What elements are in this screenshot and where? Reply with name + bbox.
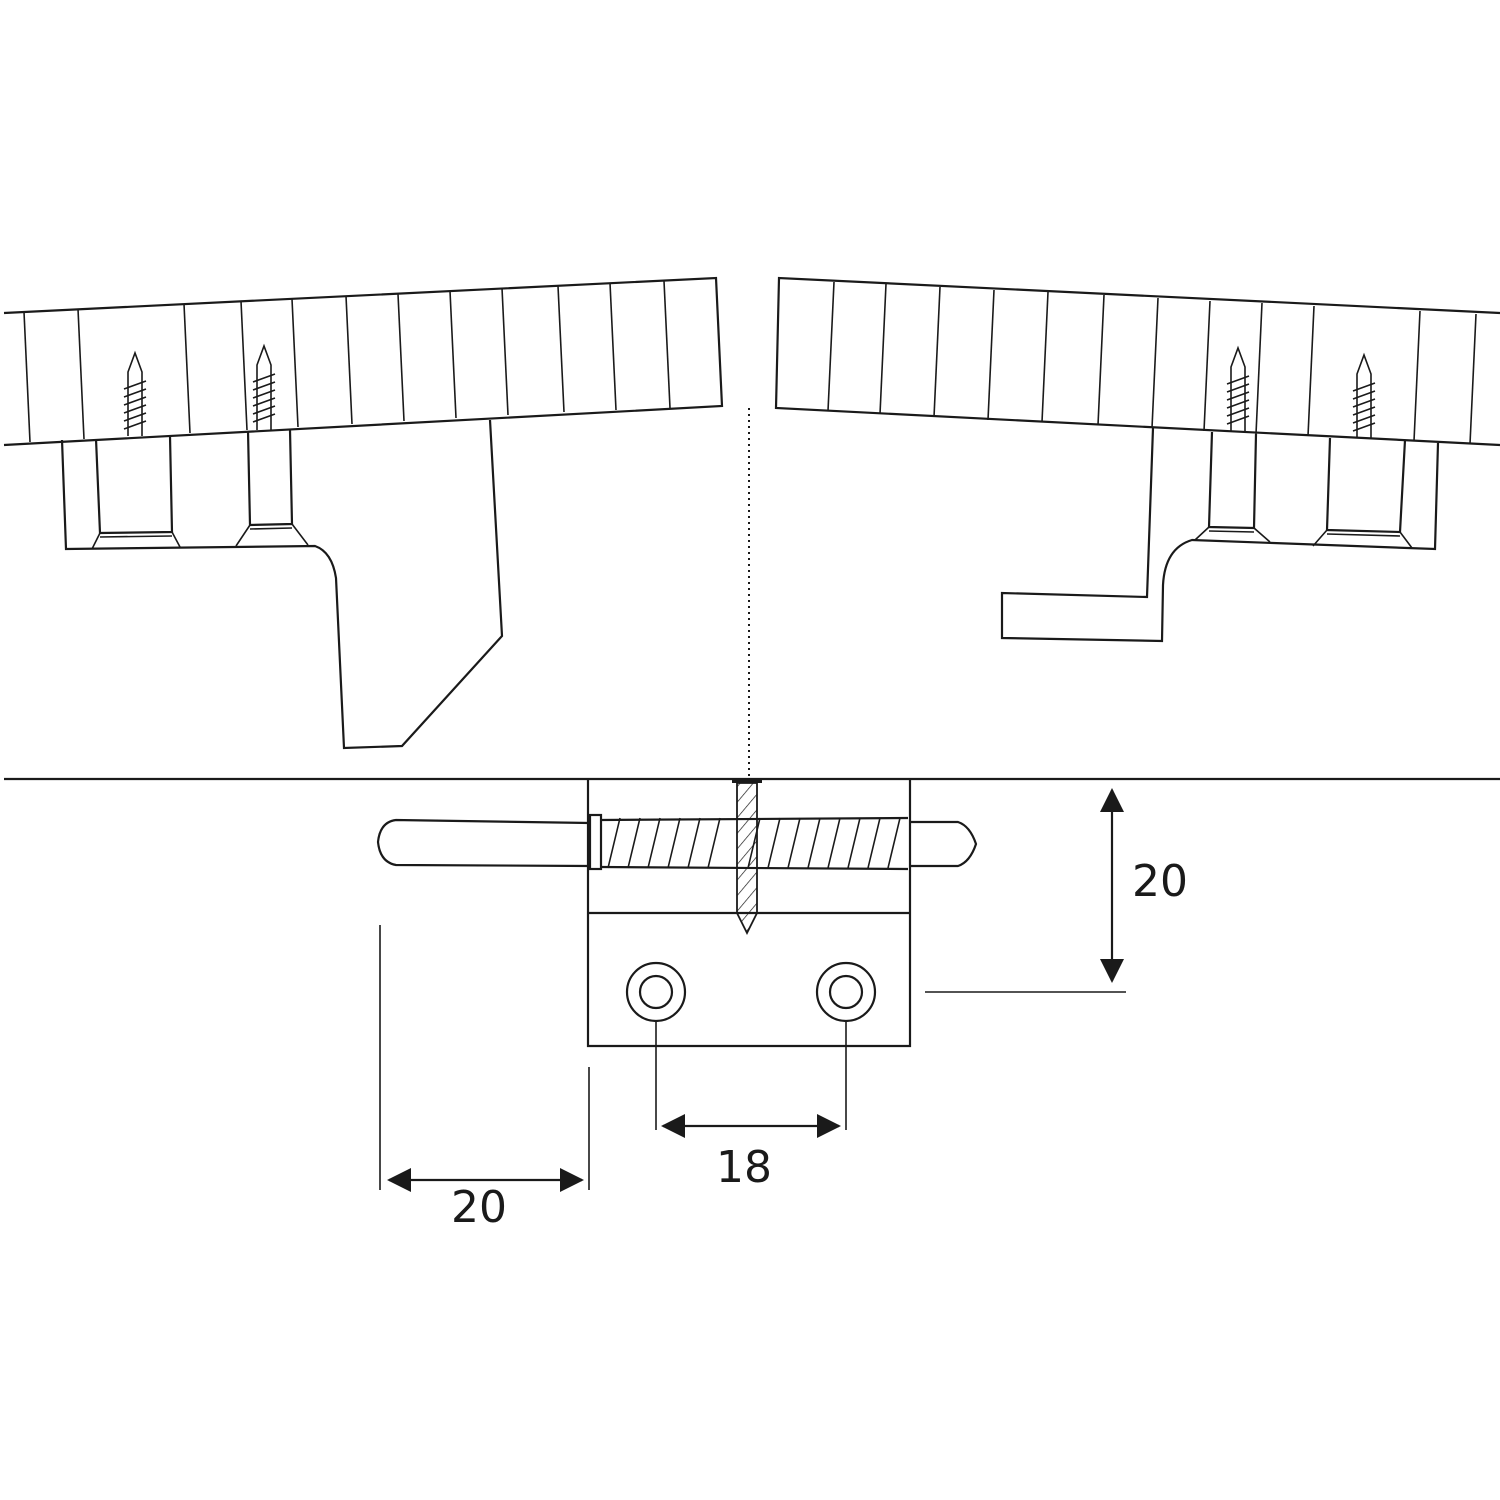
left-screw-2 xyxy=(252,343,276,430)
dimension-height: 20 xyxy=(925,788,1188,993)
spring-latch xyxy=(376,779,978,1048)
bolt-collar xyxy=(588,813,603,871)
mounting-hole-left xyxy=(625,961,687,1023)
left-panel-slats xyxy=(23,280,671,443)
vertical-screw xyxy=(732,779,762,936)
right-panel xyxy=(774,276,1500,643)
left-screw-1 xyxy=(123,350,147,436)
right-panel-slats xyxy=(827,281,1477,445)
dimension-bolt-offset-label: 20 xyxy=(451,1182,507,1233)
mounting-hole-right xyxy=(815,961,877,1023)
bolt-pin-left xyxy=(376,818,591,868)
left-panel xyxy=(3,276,724,750)
bolt-pin-right xyxy=(910,820,978,868)
dimension-bolt-offset: 20 xyxy=(379,925,590,1233)
dimension-height-label: 20 xyxy=(1132,856,1188,907)
dimension-hole-spacing: 18 xyxy=(655,1021,847,1193)
right-screw-1 xyxy=(1226,345,1250,432)
left-latch-body xyxy=(60,419,504,750)
right-screw-2 xyxy=(1352,352,1376,438)
dimension-hole-spacing-label: 18 xyxy=(716,1142,772,1193)
right-strike-plate xyxy=(1000,427,1440,643)
